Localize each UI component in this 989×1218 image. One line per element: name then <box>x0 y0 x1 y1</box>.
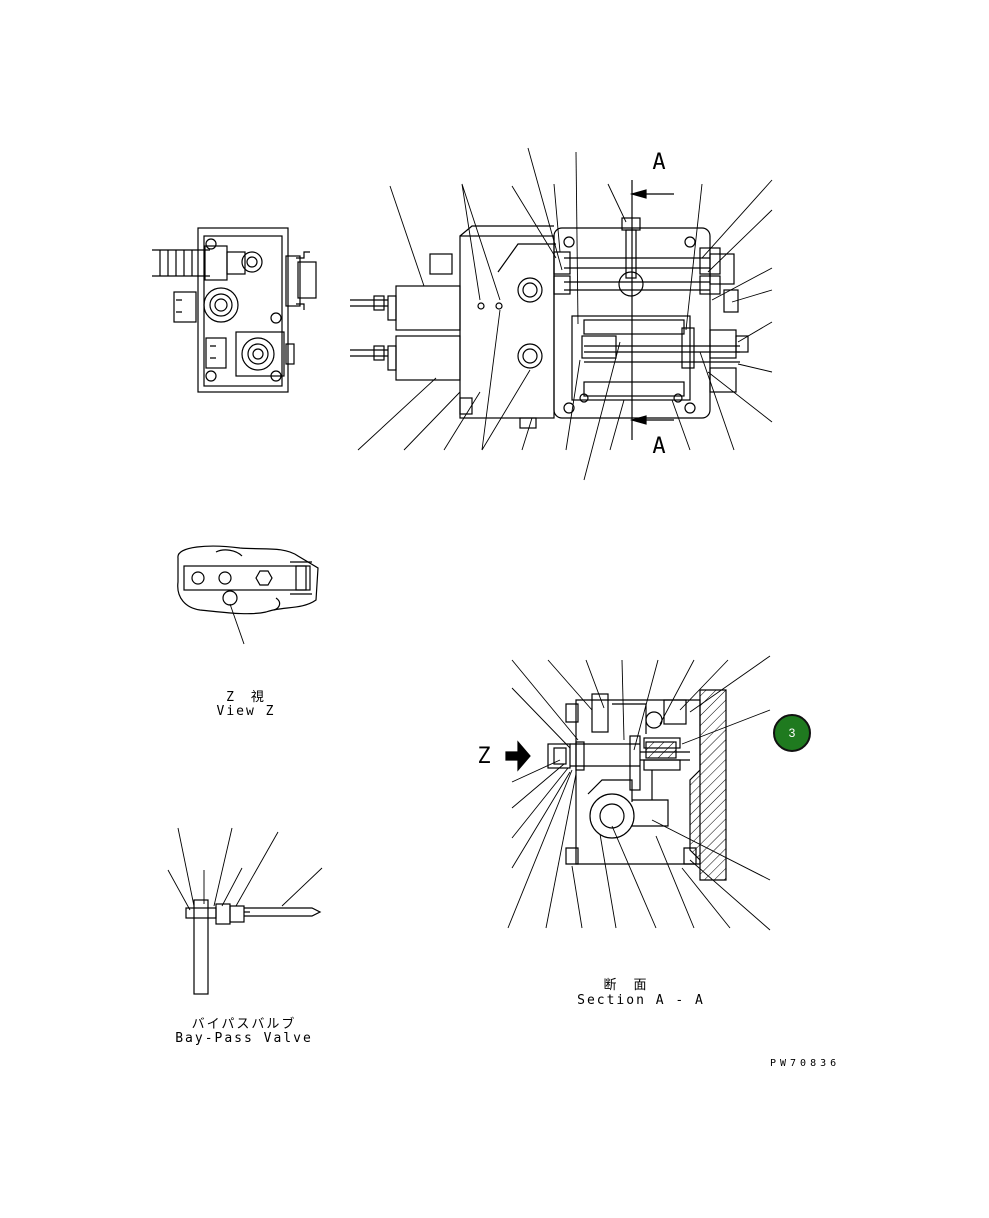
view-marker-z: Z <box>477 744 491 769</box>
leader-lines-bypass <box>167 827 323 911</box>
bypass-valve-drawing <box>185 899 322 995</box>
section-title-jp: 断 面 <box>603 978 649 993</box>
page-badge[interactable]: 3 <box>773 714 811 752</box>
drawing-number: PW70836 <box>770 1058 841 1069</box>
side-view <box>152 227 317 393</box>
section-mark-bottom: A <box>652 434 666 459</box>
bypass-valve-title-en: Bay-Pass Valve <box>175 1031 313 1046</box>
view-z-drawing <box>177 545 319 645</box>
view-z-title-jp: Z 視 <box>226 690 266 705</box>
view-z-title-en: View Z <box>216 704 276 719</box>
leader-lines-top <box>357 147 773 481</box>
leader-lines-section <box>507 655 771 931</box>
bypass-valve-title-jp: バイパスバルブ <box>191 1017 297 1032</box>
section-title-en: Section A - A <box>577 993 705 1008</box>
page-badge-label: 3 <box>788 726 796 740</box>
section-mark-top: A <box>652 150 666 175</box>
section-a-a-drawing <box>505 689 727 881</box>
valve-assembly-front <box>350 180 749 440</box>
